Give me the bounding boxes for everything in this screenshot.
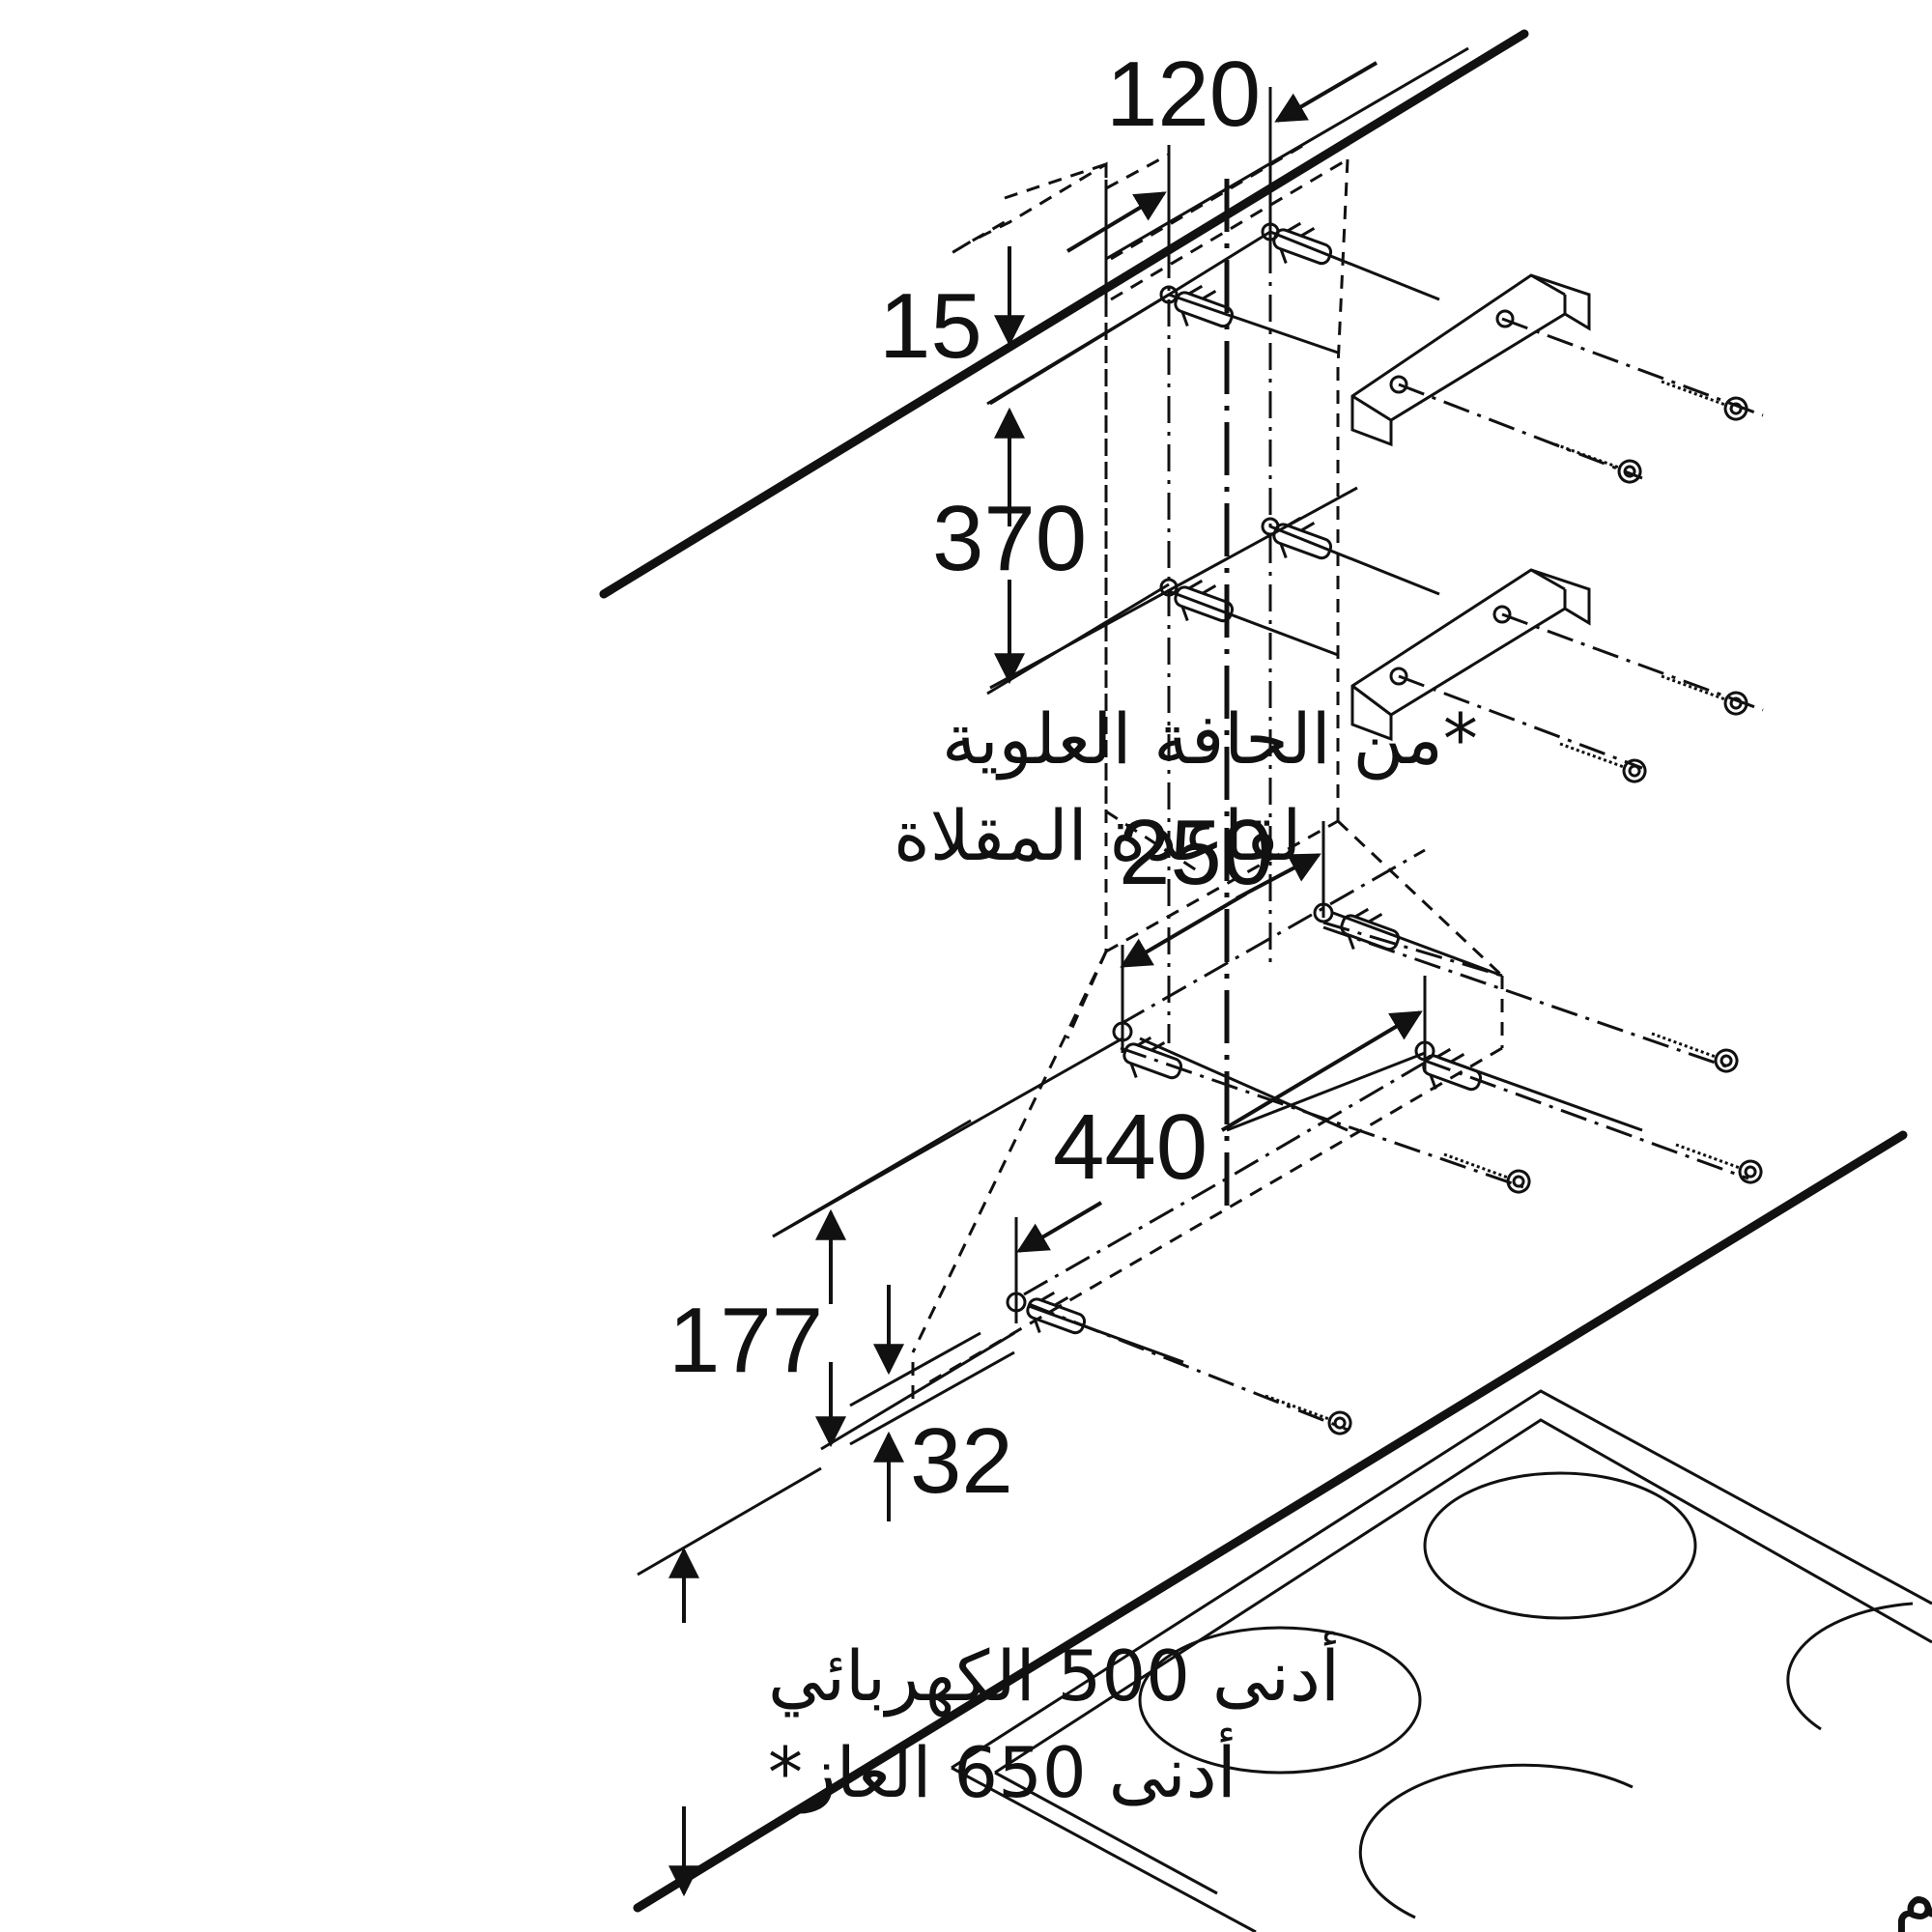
wall-top-edge-line xyxy=(599,29,1529,599)
canopy-outline xyxy=(772,819,1643,1446)
mounting-bracket-lower xyxy=(1350,568,1591,742)
dim-120: 120 xyxy=(1106,43,1261,146)
worktop-edge-line xyxy=(633,1130,1908,1913)
note-top-edge-line1: *من الحافة العلوية xyxy=(942,698,1478,781)
dim-250: 250 xyxy=(1119,801,1273,904)
dim-15: 15 xyxy=(879,274,982,378)
note-min-gas: أدنى 650 الغاز* xyxy=(768,1727,1236,1814)
cooktop xyxy=(951,1389,1932,1932)
dimension-arrows xyxy=(637,61,1423,1897)
burner-front-left xyxy=(1138,1626,1422,1775)
wall-plugs xyxy=(1026,221,1483,1335)
mounting-bracket-upper xyxy=(1350,273,1591,447)
note-top-edge-line2: لقاعدة المقلاة xyxy=(894,795,1301,876)
dim-440: 440 xyxy=(1053,1095,1208,1199)
dim-177: 177 xyxy=(668,1289,823,1392)
dim-32: 32 xyxy=(910,1409,1013,1513)
screws xyxy=(1264,380,1763,1435)
burner-rear-left xyxy=(1423,1471,1697,1620)
burner-front-right xyxy=(1358,1763,1634,1919)
note-units: القياسات بالمم xyxy=(1893,1853,1932,1932)
dim-370: 370 xyxy=(932,487,1087,590)
note-min-electric: أدنى 500 الكهربائي xyxy=(768,1631,1340,1718)
burner-rear-right xyxy=(1786,1602,1914,1731)
